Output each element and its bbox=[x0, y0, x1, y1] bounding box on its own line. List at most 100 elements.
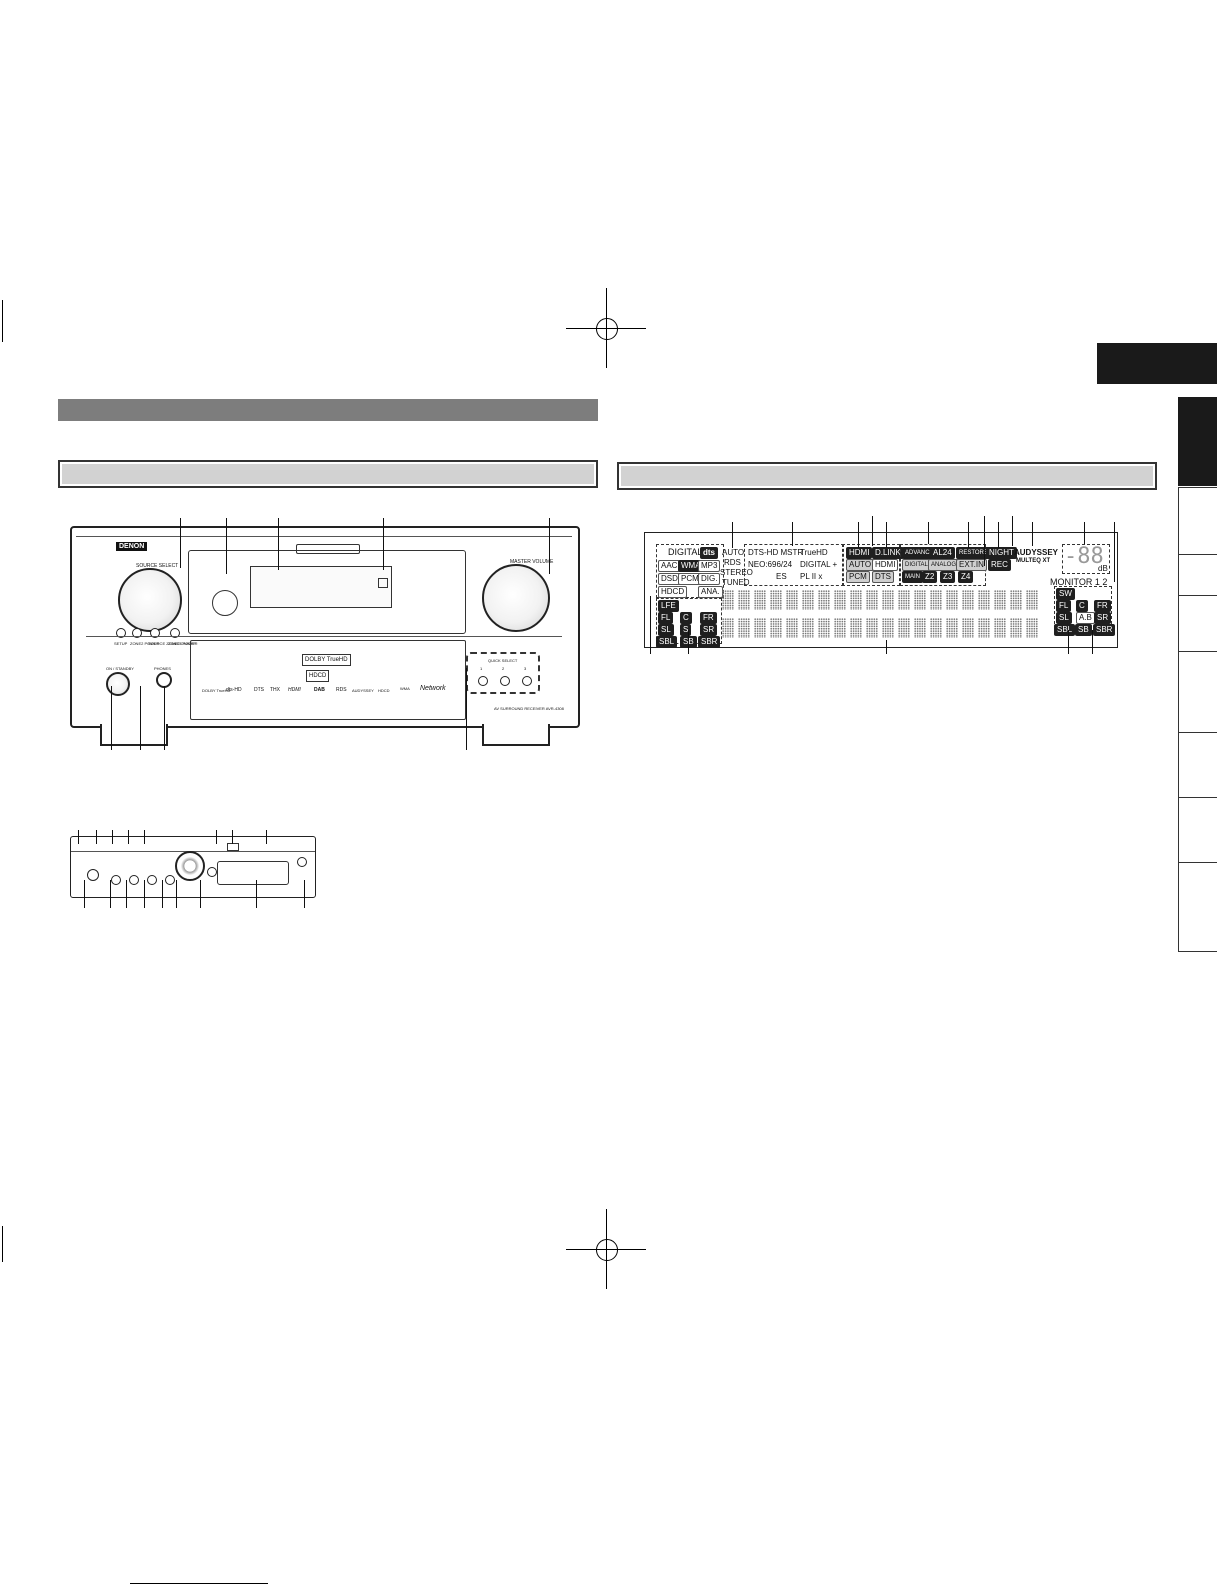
section-header-bar bbox=[58, 399, 598, 421]
out-ch-fr: FR bbox=[1094, 600, 1111, 612]
source-select-knob[interactable] bbox=[118, 568, 182, 632]
out-ch-sb: SB bbox=[1075, 624, 1092, 636]
dot-matrix-cell bbox=[850, 590, 862, 610]
dot-matrix-cell bbox=[850, 618, 862, 638]
out-ch-sbr: SBR bbox=[1093, 624, 1116, 636]
logo-thx: THX bbox=[270, 687, 280, 693]
dot-matrix-cell bbox=[770, 590, 782, 610]
callout-front-9 bbox=[466, 668, 467, 750]
callout-sub-top-2 bbox=[96, 830, 97, 844]
neo6: NEO:6 bbox=[748, 560, 773, 569]
callout-sub-bottom-5 bbox=[162, 880, 163, 908]
power-button[interactable] bbox=[106, 672, 130, 696]
master-indicator bbox=[378, 578, 388, 588]
display-screen bbox=[250, 566, 392, 608]
tuner-rds: RDS bbox=[724, 558, 741, 567]
logo-dolby: DOLBY TrueHD bbox=[202, 688, 231, 693]
quick-select-num-1: 1 bbox=[480, 666, 483, 671]
dot-matrix-cell bbox=[978, 618, 990, 638]
sub-button-1[interactable] bbox=[87, 869, 99, 881]
quick-select-1[interactable] bbox=[478, 676, 488, 686]
button-label-zone2-power: ZONE2 POWER bbox=[130, 641, 160, 646]
quick-select-num-3: 3 bbox=[524, 666, 527, 671]
al24-badge bbox=[296, 544, 360, 554]
quick-select-2[interactable] bbox=[500, 676, 510, 686]
format-ana: ANA. bbox=[698, 586, 723, 598]
button-label-zone3-power: ZONE3 POWER bbox=[168, 641, 198, 646]
mode-ext-in: EXT.IN bbox=[956, 559, 987, 571]
setup-button[interactable] bbox=[116, 628, 126, 638]
dot-matrix-cell bbox=[882, 590, 894, 610]
quick-select-num-2: 2 bbox=[502, 666, 505, 671]
callout-disp-6 bbox=[928, 522, 929, 544]
callout-sub-top-3 bbox=[112, 830, 113, 844]
mode-analog: ANALOG bbox=[928, 559, 960, 571]
callout-disp-7 bbox=[968, 522, 969, 548]
source-select-label: SOURCE SELECT bbox=[136, 563, 179, 569]
volume-digits: -88 bbox=[1064, 544, 1104, 569]
zone2-source-button[interactable] bbox=[150, 628, 160, 638]
dot-matrix-cell bbox=[1026, 618, 1038, 638]
tuner-stereo: STEREO bbox=[720, 568, 753, 577]
mode-restorer: RESTORER bbox=[956, 547, 996, 559]
dot-matrix-cell bbox=[834, 618, 846, 638]
sub-button-3[interactable] bbox=[129, 875, 139, 885]
in-ch-s: S bbox=[680, 624, 692, 636]
callout-disp-3 bbox=[858, 522, 859, 548]
quick-select-area bbox=[466, 652, 540, 694]
sub-button-6[interactable] bbox=[297, 857, 307, 867]
cursor-pad[interactable] bbox=[175, 851, 205, 881]
out-ch-fl: FL bbox=[1056, 600, 1072, 612]
dot-matrix-cell bbox=[962, 590, 974, 610]
dot-matrix-cell bbox=[754, 618, 766, 638]
door-divider bbox=[86, 636, 562, 637]
dts-hd-mstr: DTS-HD MSTR bbox=[748, 548, 804, 557]
logo-audyssey: AUDYSSEY bbox=[352, 688, 374, 693]
callout-sub-bottom-8 bbox=[256, 880, 257, 908]
dot-matrix-cell bbox=[834, 590, 846, 610]
av-inputs[interactable] bbox=[217, 861, 289, 885]
out-ch-ab: A.B bbox=[1076, 612, 1095, 624]
display-window-frame bbox=[188, 550, 466, 634]
input-mode-group bbox=[842, 544, 900, 586]
sub-button-2[interactable] bbox=[111, 875, 121, 885]
sub-button-5[interactable] bbox=[165, 875, 175, 885]
callout-sub-top-5 bbox=[144, 830, 145, 844]
dot-matrix-cell bbox=[818, 618, 830, 638]
dot-matrix-cell bbox=[754, 590, 766, 610]
callout-sub-top-6 bbox=[216, 830, 217, 844]
digital-plus: DIGITAL + bbox=[800, 560, 838, 569]
input-auto: AUTO bbox=[846, 559, 875, 571]
callout-disp-10 bbox=[1012, 516, 1013, 546]
logo-wma: WMA bbox=[400, 686, 410, 691]
callout-disp-4 bbox=[872, 516, 873, 546]
dts-indicator: dts bbox=[700, 547, 718, 559]
dot-matrix-cell bbox=[898, 618, 910, 638]
input-hdmi-top: HDMI bbox=[846, 547, 873, 559]
sub-button-4[interactable] bbox=[147, 875, 157, 885]
dot-matrix-cell bbox=[786, 618, 798, 638]
zone2-power-button[interactable] bbox=[132, 628, 142, 638]
es-indicator: ES bbox=[776, 572, 787, 581]
input-dts: DTS bbox=[872, 571, 894, 583]
master-volume-knob[interactable] bbox=[482, 564, 550, 632]
dot-matrix-cell bbox=[930, 590, 942, 610]
logo-hdcd: HDCD bbox=[378, 688, 390, 693]
dot-matrix-cell bbox=[882, 618, 894, 638]
zone3-power-button[interactable] bbox=[170, 628, 180, 638]
chapter-tab-7 bbox=[1178, 797, 1217, 862]
truehd: TrueHD bbox=[800, 548, 828, 557]
rec-indicator: REC bbox=[988, 559, 1011, 571]
display-header bbox=[617, 462, 1157, 490]
front-door[interactable] bbox=[190, 640, 466, 720]
usb-port[interactable] bbox=[227, 843, 239, 851]
sub-button-enter[interactable] bbox=[207, 867, 217, 877]
zone-z2: Z2 bbox=[922, 571, 938, 583]
callout-sub-top-1 bbox=[78, 830, 79, 844]
quick-select-3[interactable] bbox=[522, 676, 532, 686]
format-dig: DIG. bbox=[698, 573, 721, 585]
callout-front-1 bbox=[180, 518, 181, 568]
input-pcm: PCM bbox=[846, 571, 870, 583]
button-label-setup: SETUP bbox=[114, 641, 128, 646]
dot-matrix-cell bbox=[994, 618, 1006, 638]
